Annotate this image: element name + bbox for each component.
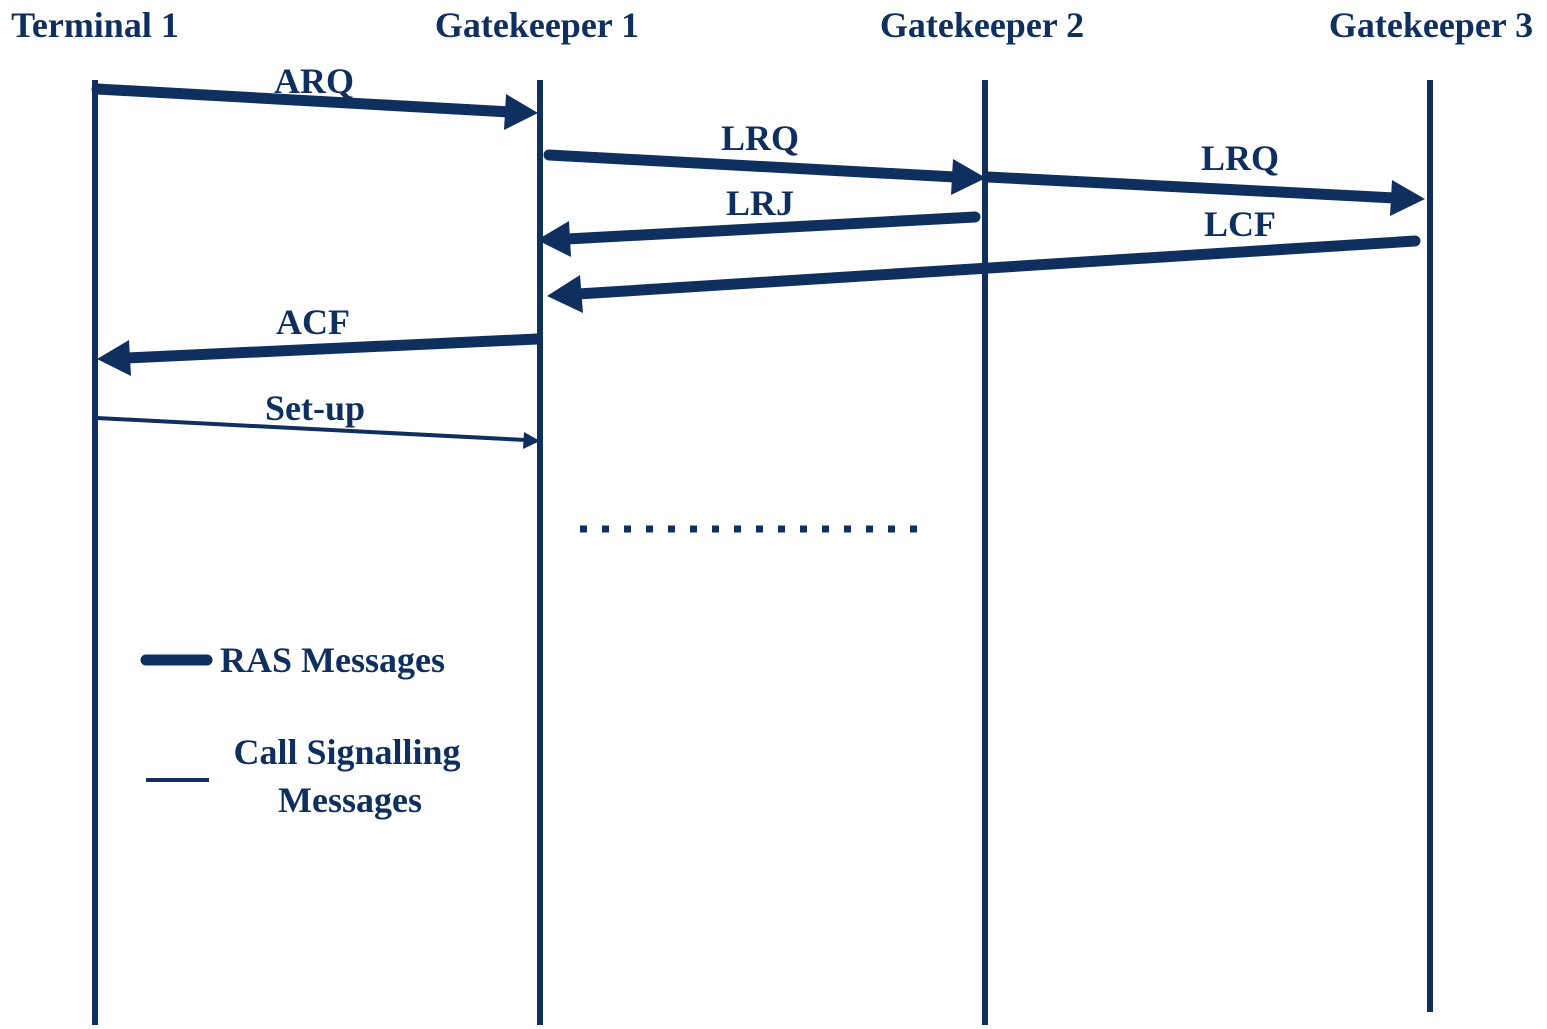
message-lrq-gk2-gk3: LRQ: [982, 138, 1425, 216]
message-arq: ARQ: [91, 61, 538, 130]
message-lcf: LCF: [547, 204, 1421, 313]
message-arq-label: ARQ: [274, 61, 354, 101]
message-acf-arrowhead: [97, 340, 131, 376]
message-set-up-label: Set-up: [265, 388, 365, 428]
message-lrj-line: [561, 211, 981, 245]
message-acf-line: [120, 333, 543, 364]
legend: RAS Messages Call Signalling Messages: [140, 640, 461, 820]
message-lrq-gk2-gk3-line: [982, 171, 1401, 204]
message-lrq-gk1-gk2-label: LRQ: [721, 118, 799, 158]
message-arq-arrowhead: [504, 94, 538, 130]
message-lrj: LRJ: [537, 183, 981, 257]
message-lcf-arrowhead: [547, 275, 583, 313]
participant-label-gatekeeper-3: Gatekeeper 3: [1329, 5, 1533, 45]
message-arq-line: [91, 83, 516, 118]
message-lrq-gk1-gk2-arrowhead: [951, 159, 986, 195]
legend-ras-label: RAS Messages: [220, 640, 445, 680]
message-lrj-label: LRJ: [726, 183, 794, 223]
message-lrq-gk2-gk3-label: LRQ: [1201, 138, 1279, 178]
participant-label-terminal-1: Terminal 1: [11, 5, 179, 45]
message-acf: ACF: [97, 302, 543, 376]
message-lrj-arrowhead: [537, 221, 571, 257]
message-acf-label: ACF: [276, 302, 350, 342]
participant-label-gatekeeper-2: Gatekeeper 2: [880, 5, 1084, 45]
message-set-up-arrowhead: [523, 432, 540, 449]
message-set-up: Set-up: [95, 388, 540, 449]
message-set-up-line: [95, 416, 528, 442]
legend-call-label-line2: Messages: [278, 780, 422, 820]
participant-label-gatekeeper-1: Gatekeeper 1: [435, 5, 639, 45]
message-lcf-line: [572, 235, 1421, 300]
message-lrq-gk1-gk2: LRQ: [543, 118, 986, 195]
legend-call-label-line1: Call Signalling: [233, 732, 460, 772]
message-lrq-gk1-gk2-line: [543, 149, 961, 183]
message-lrq-gk2-gk3-arrowhead: [1390, 180, 1425, 216]
message-lcf-label: LCF: [1204, 204, 1276, 244]
